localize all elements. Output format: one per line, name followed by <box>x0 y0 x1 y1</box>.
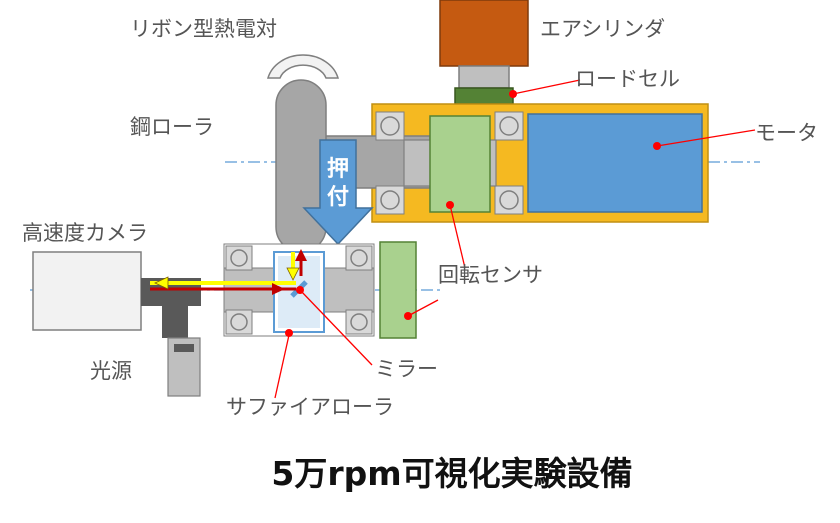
air-cylinder <box>439 0 529 67</box>
rotation-sensor <box>379 241 417 339</box>
load-cell <box>454 87 514 105</box>
beam-arrowhead-yellow <box>154 276 169 290</box>
housing-bearings <box>375 111 524 215</box>
mirror-dot <box>296 286 304 294</box>
diagram-title: 5万rpm可視化実験設備 <box>271 454 632 493</box>
press-arrow <box>302 139 374 246</box>
load-cell-dot <box>509 90 517 98</box>
beam-arrowhead-red <box>272 283 285 295</box>
press-label-1: 押 <box>327 156 349 182</box>
label-load-cell: ロードセル <box>575 67 680 91</box>
label-rotation-sensor: 回転センサ <box>438 263 543 287</box>
leader-lines <box>274 79 756 399</box>
press-label-2: 付 <box>327 185 349 210</box>
label-light-source: 光源 <box>90 359 132 383</box>
label-motor: モータ <box>755 121 818 145</box>
steel-roller <box>275 79 327 253</box>
label-ribbon-thermocouple: リボン型熱電対 <box>130 17 277 41</box>
label-steel-roller: 鋼ローラ <box>130 115 214 139</box>
light-source-band <box>174 344 194 352</box>
label-high-speed-camera: 高速度カメラ <box>22 221 148 245</box>
ribbon-thermocouple <box>267 54 339 79</box>
vertical-arrowhead-yellow <box>286 267 300 281</box>
light-guide <box>162 306 188 338</box>
high-speed-camera <box>32 251 142 331</box>
cylinder-rod <box>458 65 510 89</box>
coupling-sensor <box>429 115 491 213</box>
label-air-cylinder: エアシリンダ <box>540 17 665 41</box>
vertical-arrowhead-red <box>295 249 307 261</box>
label-mirror: ミラー <box>375 357 438 381</box>
sapphire-dot <box>285 329 293 337</box>
label-sapphire-roller: サファイアローラ <box>226 395 394 419</box>
motor <box>527 113 703 213</box>
